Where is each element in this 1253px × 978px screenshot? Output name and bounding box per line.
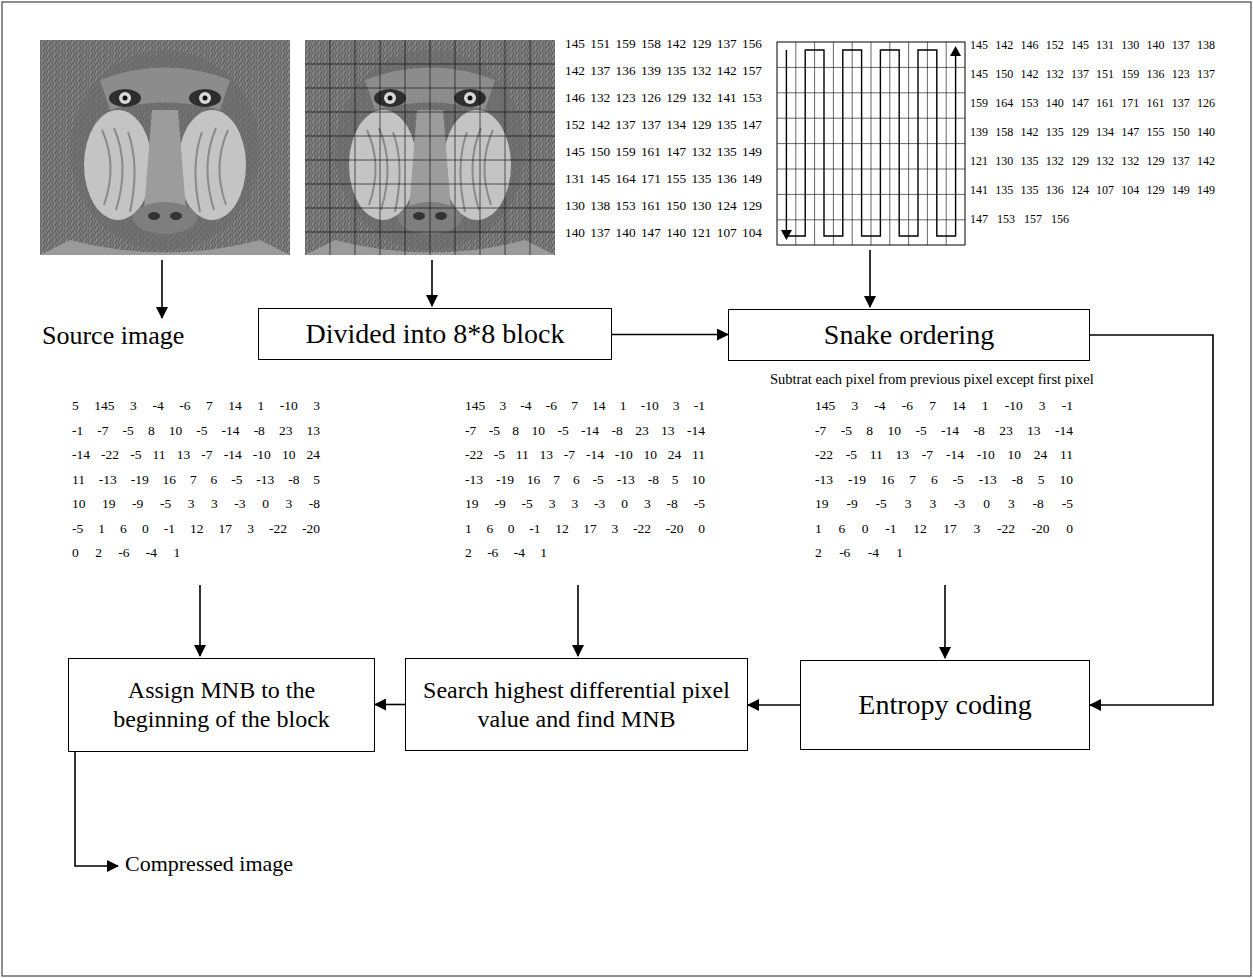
matrix-row: 11 -13 -19 16 7 6 -5 -13 -8 5: [72, 472, 320, 488]
block-grid: [305, 40, 555, 255]
matrix-row: 2 -6 -4 1: [465, 545, 547, 561]
matrix-row: 152 142 137 137 134 129 135 147: [565, 117, 762, 133]
blocked-image: [305, 40, 555, 255]
matrix-row: 142 137 136 139 135 132 142 157: [565, 63, 762, 79]
matrix-row: -7 -5 8 10 -5 -14 -8 23 13 -14: [815, 423, 1073, 439]
matrix-row: 131 145 164 171 155 135 136 149: [565, 171, 762, 187]
snake-grid: [777, 42, 965, 245]
matrix-row: 145 3 -4 -6 7 14 1 -10 3 -1: [815, 398, 1073, 414]
matrix-row: -14 -22 -5 11 13 -7 -14 -10 10 24: [72, 447, 320, 463]
matrix-row: 139 158 142 135 129 134 147 155 150 140: [970, 125, 1215, 139]
box-text: Snake ordering: [824, 318, 994, 352]
matrix-row: 0 2 -6 -4 1: [72, 545, 180, 561]
matrix-row: -13 -19 16 7 6 -5 -13 -8 5 10: [465, 472, 705, 488]
caption-label: Source image: [42, 320, 184, 351]
matrix-row: 130 138 153 161 150 130 124 129: [565, 198, 762, 214]
matrix-row: 10 19 -9 -5 3 3 -3 0 3 -8: [72, 496, 320, 512]
matrix-row: -5 1 6 0 -1 12 17 3 -22 -20: [72, 521, 320, 537]
flow-connector: [375, 704, 405, 706]
caption-label: Compressed image: [125, 851, 293, 877]
matrix-row: -7 -5 8 10 -5 -14 -8 23 13 -14: [465, 423, 705, 439]
matrix-row: 146 132 123 126 129 132 141 153: [565, 90, 762, 106]
source-image: [40, 40, 290, 255]
flow-connector: [1090, 335, 1213, 705]
matrix-row: 159 164 153 140 147 161 171 161 137 126: [970, 96, 1215, 110]
matrix-row: 1 6 0 -1 12 17 3 -22 -20 0: [465, 521, 705, 537]
box-text: Entropy coding: [858, 688, 1031, 722]
matrix-row: 145 142 146 152 145 131 130 140 137 138: [970, 38, 1215, 52]
matrix-row: 141 135 135 136 124 107 104 129 149 149: [970, 183, 1215, 197]
matrix-row: 145 3 -4 -6 7 14 1 -10 3 -1: [465, 398, 705, 414]
matrix-row: -22 -5 11 13 -7 -14 -10 10 24 11: [465, 447, 705, 463]
matrix-row: 19 -9 -5 3 3 -3 0 3 -8 -5: [815, 496, 1073, 512]
matrix-row: 2 -6 -4 1: [815, 545, 903, 561]
box-text: Assign MNB to the beginning of the block: [79, 676, 364, 734]
process-box: Snake ordering: [728, 309, 1090, 361]
matrix-row: 147 153 157 156: [970, 212, 1069, 226]
matrix-row: 19 -9 -5 3 3 -3 0 3 -8 -5: [465, 496, 705, 512]
process-box: Entropy coding: [800, 660, 1090, 750]
process-box: Divided into 8*8 block: [258, 308, 612, 360]
matrix-row: 140 137 140 147 140 121 107 104: [565, 225, 762, 241]
matrix-row: -1 -7 -5 8 10 -5 -14 -8 23 13: [72, 423, 320, 439]
box-text: Search highest differential pixel value …: [416, 676, 737, 734]
matrix-row: 121 130 135 132 129 132 132 129 137 142: [970, 154, 1215, 168]
matrix-row: 1 6 0 -1 12 17 3 -22 -20 0: [815, 521, 1073, 537]
matrix-row: -22 -5 11 13 -7 -14 -10 10 24 11: [815, 447, 1073, 463]
process-box: Search highest differential pixel value …: [405, 658, 748, 751]
flow-connector: [748, 704, 800, 706]
box-text: Divided into 8*8 block: [306, 317, 565, 351]
snake-path: [786, 50, 955, 236]
matrix-row: 5 145 3 -4 -6 7 14 1 -10 3: [72, 398, 320, 414]
matrix-row: -13 -19 16 7 6 -5 -13 -8 5 10: [815, 472, 1073, 488]
flow-connector: [612, 334, 728, 336]
process-box: Assign MNB to the beginning of the block: [68, 658, 375, 752]
note-label: Subtrat each pixel from previous pixel e…: [770, 371, 1094, 388]
matrix-row: 145 151 159 158 142 129 137 156: [565, 36, 762, 52]
matrix-row: 145 150 159 161 147 132 135 149: [565, 144, 762, 160]
matrix-row: 145 150 142 132 137 151 159 136 123 137: [970, 67, 1215, 81]
